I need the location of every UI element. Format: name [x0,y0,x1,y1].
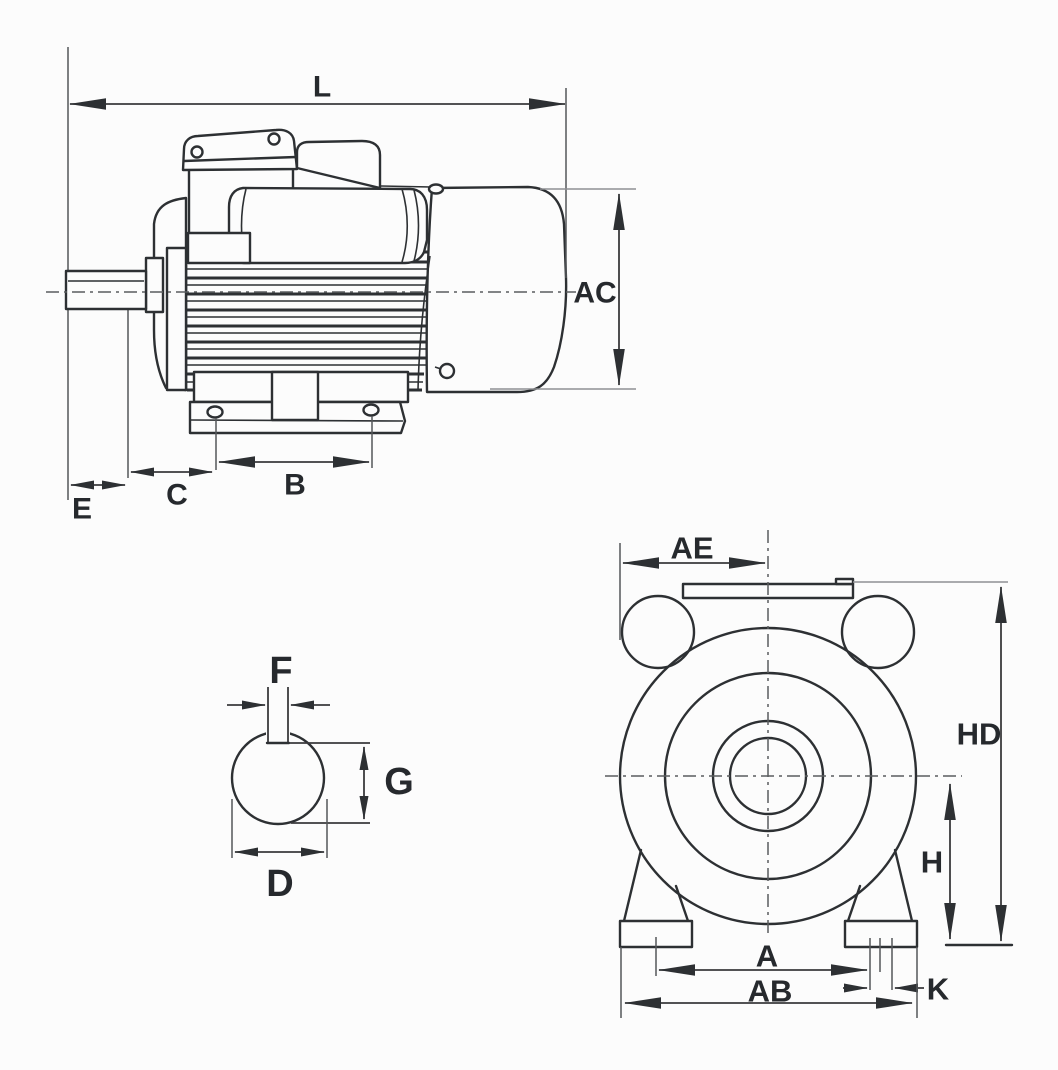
dimension-g: G [359,746,414,820]
dim-label-hd: HD [957,717,1002,752]
dim-label-ae: AE [670,531,713,566]
shaft [64,269,148,311]
capacitor-saddle [186,231,252,265]
dim-label-e: E [72,493,92,526]
dim-label-l: L [313,71,331,104]
dim-label-ab: AB [748,974,793,1009]
shaft-cross-section: F G D [227,650,414,905]
dim-label-h: H [921,845,943,880]
bolt-lines-right [869,938,893,990]
front-foot-right [843,848,919,949]
dimension-f: F [227,650,330,710]
dimension-e: E [70,480,126,526]
cap-top-bolt [427,183,445,195]
dimension-ae: AE [619,531,766,640]
motor-side-view: L AC E C B [46,47,636,526]
dimension-hd: HD [853,581,1008,942]
end-bell [144,196,188,392]
lug-circle-right [840,594,916,670]
dimension-ab: AB [620,947,918,1018]
lug-circle-left [620,594,696,670]
dimension-b: B [218,456,370,502]
dim-label-k: K [927,972,950,1007]
dimension-ac: AC [490,188,636,390]
foot-bolt-hole-front [206,405,224,419]
bearing-cap [144,256,165,314]
dimension-a: A [658,939,868,976]
dim-label-ac: AC [573,277,616,310]
foot-web [270,370,320,422]
strip-step [834,577,855,586]
shaft-circle [230,730,326,826]
motor-front-view: AE HD H A K AB [605,530,1014,1018]
lid-screw-right [267,132,281,146]
stator-fins [184,248,430,392]
front-foot-left [618,848,694,949]
dimension-l: L [69,71,567,278]
capacitor-housing [227,186,429,265]
dimension-h: H [921,783,1014,947]
end-cap [417,183,568,394]
foot-bolt-hole-rear [362,403,380,417]
dim-label-g: G [384,761,414,803]
lid-screw-left [190,145,204,159]
dim-label-f: F [269,650,292,692]
dimension-c: C [130,467,213,512]
dim-label-b: B [284,469,306,502]
dimension-k: K [843,972,950,1007]
dim-label-a: A [756,939,778,974]
dim-label-d: D [266,863,293,905]
dim-label-c: C [166,479,188,512]
mounting-foot [188,370,410,470]
cap-bolt [438,362,456,380]
dimension-d: D [231,799,328,905]
keyway [265,687,291,745]
side-cover [295,139,382,190]
